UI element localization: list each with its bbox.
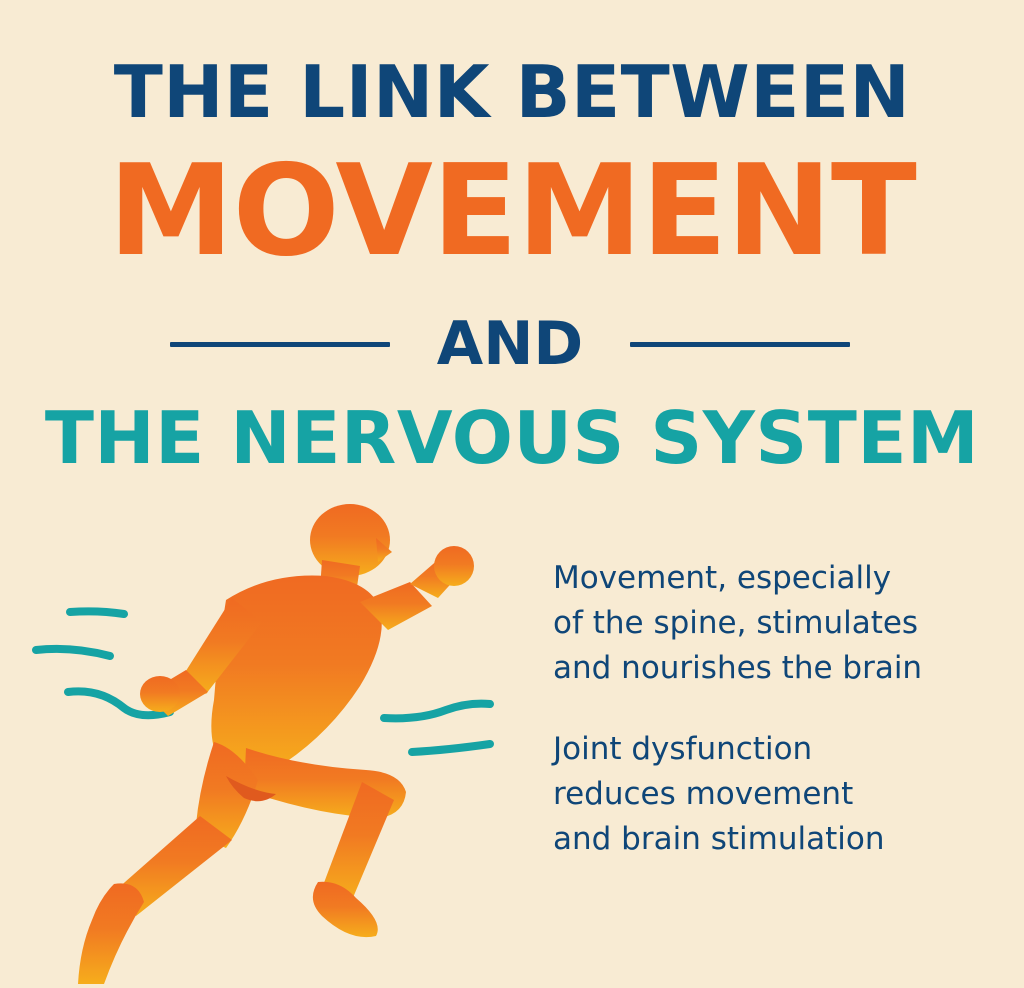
title-line-and: AND <box>436 309 584 379</box>
hip-detail <box>226 776 276 802</box>
title-line-nervous-system: THE NERVOUS SYSTEM <box>44 396 980 480</box>
facts-panel: Movement, especially of the spine, stimu… <box>553 556 1013 862</box>
motion-line <box>64 687 174 720</box>
title-line-the-link-between: THE LINK BETWEEN <box>113 50 911 134</box>
motion-line <box>66 607 128 618</box>
runner-svg <box>32 504 494 984</box>
and-divider-row: AND <box>170 314 850 374</box>
motion-line <box>408 740 494 756</box>
fact-joint-dysfunction: Joint dysfunction reduces movement and b… <box>553 731 885 857</box>
motion-line <box>380 699 494 723</box>
title-line-movement: MOVEMENT <box>108 137 917 284</box>
divider-rule-right <box>630 342 850 347</box>
divider-rule-left <box>170 342 390 347</box>
running-person-icon <box>78 504 474 984</box>
runner-illustration <box>0 480 520 984</box>
fact-movement-stimulates-brain: Movement, especially of the spine, stimu… <box>553 560 923 686</box>
motion-lines-icon <box>32 607 494 756</box>
motion-line <box>32 644 114 660</box>
